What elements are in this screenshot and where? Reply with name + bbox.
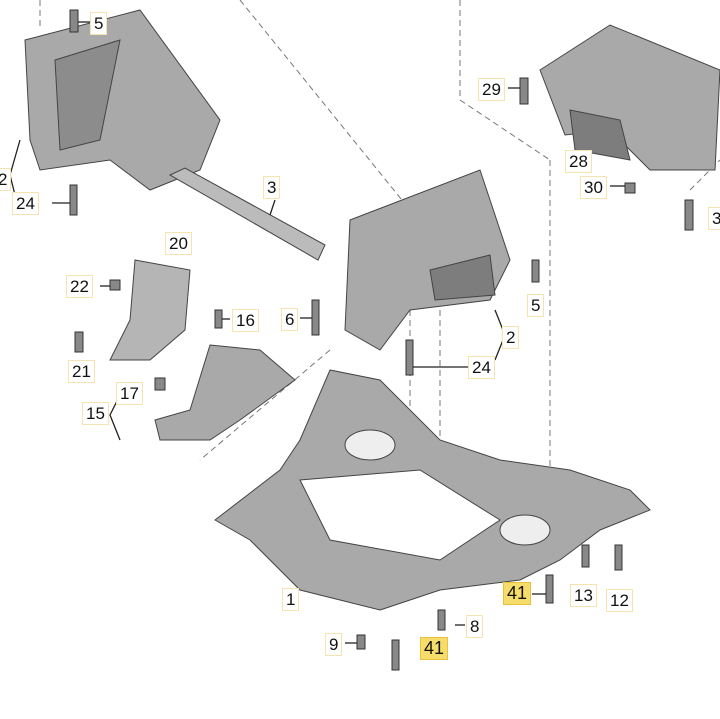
subframe-bracket-left [24, 9, 221, 191]
label-29: 29 [478, 78, 505, 101]
label-20: 20 [165, 232, 192, 255]
subframe-mount-hole-left [344, 429, 396, 461]
label-12: 12 [606, 589, 633, 612]
subframe-bracket-right-shade [569, 109, 631, 161]
label-5-top: 5 [90, 12, 108, 35]
subframe-bracket-right [539, 24, 720, 171]
label-24-center: 24 [468, 356, 495, 379]
label-30: 30 [580, 176, 607, 199]
heat-shield [109, 259, 191, 361]
label-1: 1 [282, 588, 300, 611]
subframe-mount-hole-right [499, 514, 551, 546]
label-41-bottom: 41 [420, 637, 449, 660]
center-bracket [344, 169, 511, 351]
bolts [69, 9, 694, 671]
subframe-center-opening [299, 469, 501, 561]
label-2: 2 [502, 326, 520, 349]
label-13: 13 [570, 584, 597, 607]
shield-15 [154, 344, 296, 441]
label-5-right: 5 [527, 294, 545, 317]
center-bracket-shade [429, 254, 496, 301]
label-24-left: 24 [12, 192, 39, 215]
label-41-right: 41 [503, 582, 532, 605]
label-17: 17 [116, 382, 143, 405]
label-15: 15 [82, 402, 109, 425]
label-3: 3 [263, 176, 281, 199]
label-6: 6 [281, 308, 299, 331]
label-22: 22 [66, 275, 93, 298]
label-8: 8 [466, 615, 484, 638]
oil-cooler [168, 167, 326, 261]
subframe-bracket-left-shade [54, 39, 121, 151]
label-28: 28 [565, 150, 592, 173]
label-21: 21 [68, 360, 95, 383]
label-9: 9 [325, 633, 343, 656]
label-3-edge: 3 [708, 207, 720, 230]
label-2-edge: 2 [0, 168, 12, 191]
label-16: 16 [232, 309, 259, 332]
